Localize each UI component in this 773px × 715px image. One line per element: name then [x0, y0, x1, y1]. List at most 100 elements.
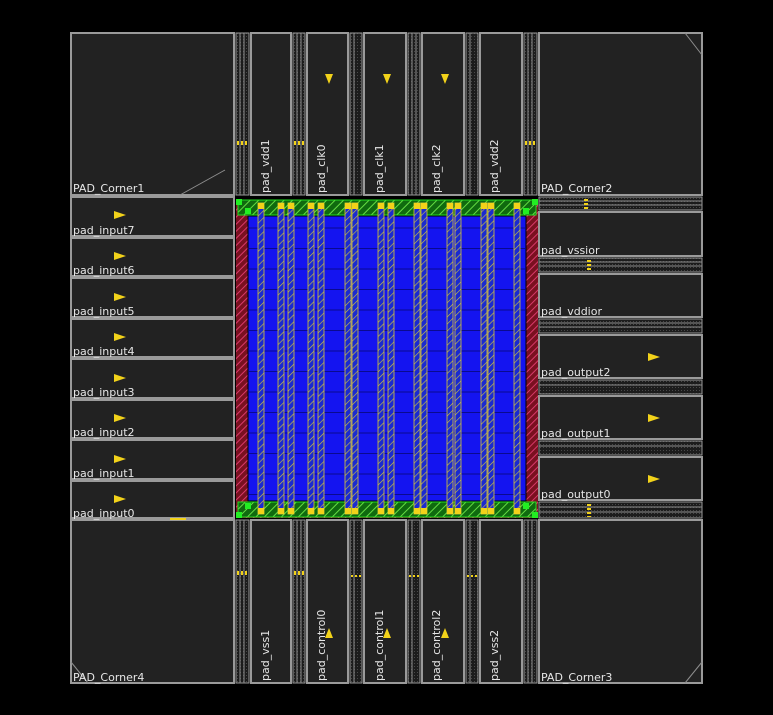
strap-via — [481, 508, 487, 514]
direction-arrow-icon — [441, 628, 449, 638]
strap-via — [258, 508, 264, 514]
right-pad-1[interactable]: pad_vddior — [538, 273, 703, 318]
direction-arrow-icon — [114, 414, 126, 422]
strap-via — [421, 508, 427, 514]
power-strap — [377, 202, 385, 515]
strap-via — [308, 203, 314, 209]
strap-via — [352, 203, 358, 209]
strap-via — [414, 508, 420, 514]
top-pad-4[interactable]: pad_vdd2 — [479, 32, 523, 196]
power-strap — [257, 202, 265, 515]
direction-arrow-icon — [114, 495, 126, 503]
direction-arrow-icon — [114, 252, 126, 260]
top-pad-2[interactable]: pad_clk1 — [363, 32, 407, 196]
power-strap — [446, 202, 454, 515]
bottom-pad-4-label: pad_vss2 — [488, 630, 501, 681]
direction-arrow-icon — [325, 628, 333, 638]
top-pad-0-label: pad_vdd1 — [259, 139, 272, 193]
direction-arrow-icon — [114, 293, 126, 301]
core-corner-markers — [236, 199, 538, 518]
corner-pad-top-right[interactable]: PAD_Corner2 — [538, 32, 703, 196]
strap-via — [488, 203, 494, 209]
left-pad-3-label: pad_input4 — [73, 345, 135, 358]
strap-via — [455, 508, 461, 514]
right-pad-3-label: pad_output1 — [541, 427, 611, 440]
left-pad-7-label: pad_input0 — [73, 507, 135, 520]
bottom-pad-2-label: pad_control1 — [373, 610, 386, 681]
corner-pad-bottom-right[interactable]: PAD_Corner3 — [538, 519, 703, 684]
strap-via — [258, 203, 264, 209]
left-pad-5-label: pad_input2 — [73, 426, 135, 439]
power-strap — [307, 202, 315, 515]
core-area[interactable] — [236, 199, 538, 518]
left-pad-1-label: pad_input6 — [73, 264, 135, 277]
bottom-pad-3-label: pad_control2 — [430, 610, 443, 681]
left-pad-4[interactable]: pad_input3 — [70, 358, 235, 399]
strap-via — [388, 203, 394, 209]
top-pad-1-label: pad_clk0 — [315, 144, 328, 193]
corner-pad-top-left[interactable]: PAD_Corner1 — [70, 32, 235, 196]
top-pad-2-label: pad_clk1 — [373, 144, 386, 193]
right-pad-row: pad_vssior pad_vddior pad_output2 pad_ou… — [538, 196, 703, 519]
direction-arrow-icon — [325, 74, 333, 84]
right-pad-4[interactable]: pad_output0 — [538, 456, 703, 501]
left-pad-5[interactable]: pad_input2 — [70, 399, 235, 439]
corner-pad-top-right-label: PAD_Corner2 — [541, 182, 612, 195]
left-pad-row: pad_input7 pad_input6 pad_input5 pad_inp… — [70, 196, 235, 520]
strap-via — [514, 508, 520, 514]
power-strap — [420, 202, 428, 515]
strap-via — [278, 203, 284, 209]
right-pad-3[interactable]: pad_output1 — [538, 395, 703, 440]
strap-via — [481, 203, 487, 209]
corner-pad-bottom-left-label: PAD_Corner4 — [73, 671, 144, 684]
corner-pad-bottom-right-label: PAD_Corner3 — [541, 671, 612, 684]
bottom-pad-4[interactable]: pad_vss2 — [479, 519, 523, 684]
strap-via — [288, 203, 294, 209]
right-pad-2[interactable]: pad_output2 — [538, 334, 703, 379]
core-std-cell-rows — [249, 227, 525, 495]
power-strap — [344, 202, 352, 515]
corner-pad-bottom-left[interactable]: PAD_Corner4 — [70, 519, 235, 684]
bottom-pad-row: pad_vss1 pad_control0 pad_control1 pad_c… — [235, 519, 538, 684]
bottom-pad-3[interactable]: pad_control2 — [421, 519, 465, 684]
top-pad-0[interactable]: pad_vdd1 — [250, 32, 292, 196]
top-pad-1[interactable]: pad_clk0 — [306, 32, 349, 196]
strap-via — [318, 203, 324, 209]
right-pad-0-label: pad_vssior — [541, 244, 600, 257]
direction-arrow-icon — [441, 74, 449, 84]
power-strap — [287, 202, 295, 515]
left-pad-2[interactable]: pad_input5 — [70, 277, 235, 318]
top-pad-4-label: pad_vdd2 — [488, 139, 501, 193]
top-pad-3[interactable]: pad_clk2 — [421, 32, 465, 196]
strap-via — [352, 508, 358, 514]
strap-via — [514, 203, 520, 209]
strap-via — [455, 203, 461, 209]
right-pad-2-label: pad_output2 — [541, 366, 611, 379]
left-pad-0[interactable]: pad_input7 — [70, 196, 235, 237]
left-pad-7[interactable]: pad_input0 — [70, 480, 235, 520]
power-strap — [277, 202, 285, 515]
strap-via — [421, 203, 427, 209]
direction-arrow-icon — [383, 74, 391, 84]
power-strap — [454, 202, 462, 515]
bottom-pad-1[interactable]: pad_control0 — [306, 519, 349, 684]
left-pad-0-label: pad_input7 — [73, 224, 135, 237]
left-pad-6[interactable]: pad_input1 — [70, 439, 235, 480]
strap-via — [345, 203, 351, 209]
strap-via — [318, 508, 324, 514]
left-pad-1[interactable]: pad_input6 — [70, 237, 235, 277]
bottom-pad-0[interactable]: pad_vss1 — [250, 519, 292, 684]
power-strap — [317, 202, 325, 515]
strap-via — [447, 203, 453, 209]
corner-pad-top-left-label: PAD_Corner1 — [73, 182, 144, 195]
strap-via — [414, 203, 420, 209]
bottom-pad-2[interactable]: pad_control1 — [363, 519, 407, 684]
power-strap — [351, 202, 359, 515]
top-pad-row: pad_vdd1 pad_clk0 pad_clk1 pad_clk2 pad_… — [235, 32, 538, 196]
right-pad-0[interactable]: pad_vssior — [538, 211, 703, 257]
direction-arrow-icon — [648, 475, 660, 483]
left-pad-3[interactable]: pad_input4 — [70, 318, 235, 358]
strap-via — [345, 508, 351, 514]
strap-via — [378, 508, 384, 514]
strap-via — [278, 508, 284, 514]
